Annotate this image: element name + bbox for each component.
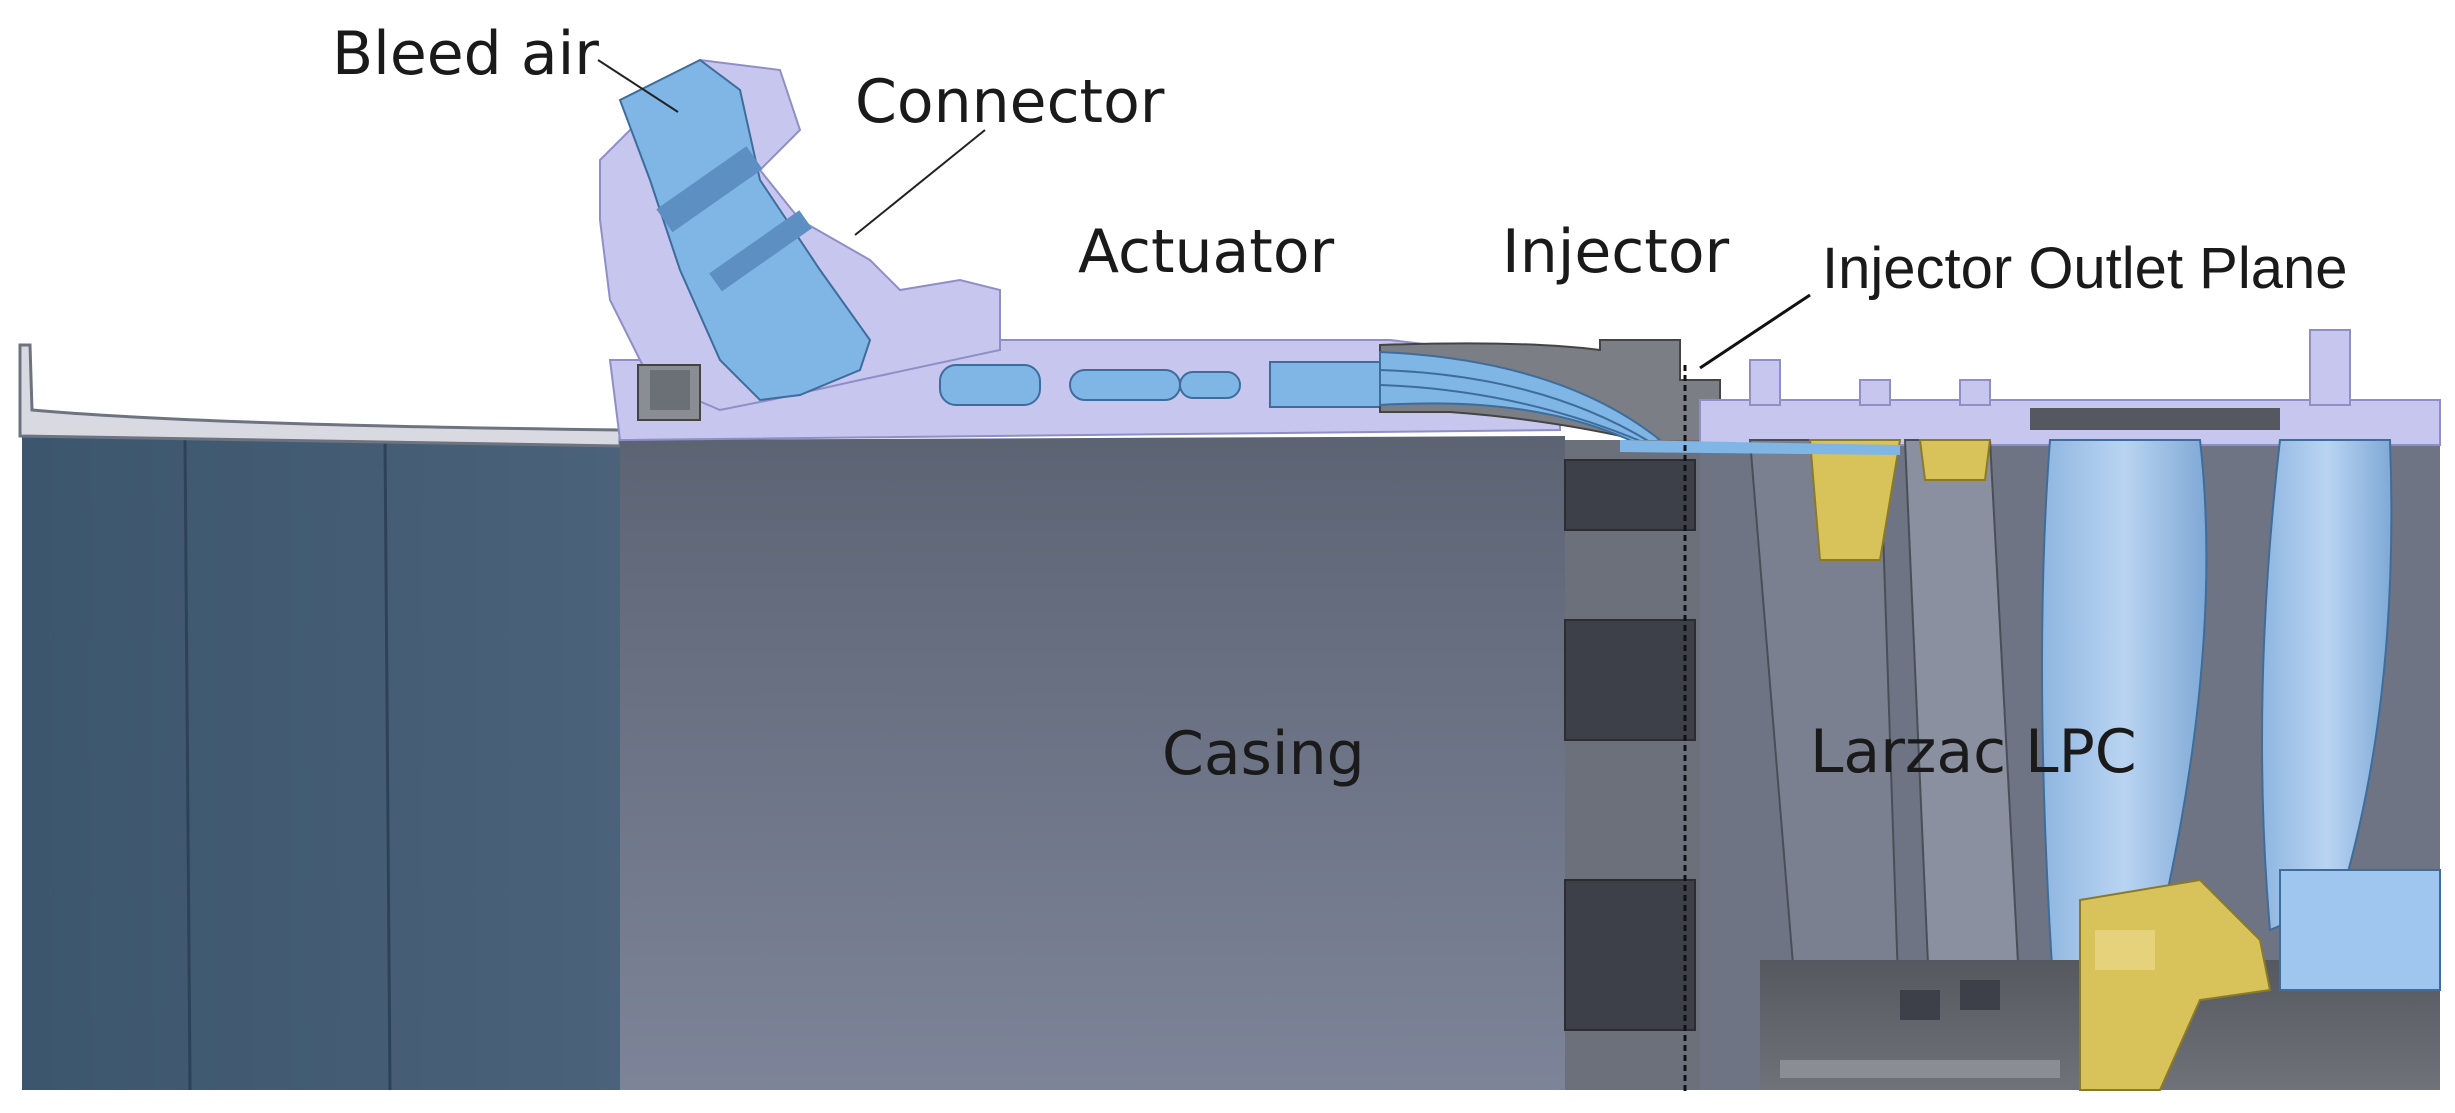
hub-assembly xyxy=(1760,869,2441,1091)
injector-flow-sheet xyxy=(1620,440,1900,455)
leader-injector-outlet-plane xyxy=(1699,293,1811,370)
leader-bleed-air xyxy=(597,59,679,113)
casing-body xyxy=(620,436,1565,1090)
casing-left-wall xyxy=(22,345,620,1091)
label-larzac-lpc: Larzac LPC xyxy=(1810,717,2137,787)
label-connector: Connector xyxy=(855,67,1165,137)
inlet-struts xyxy=(1564,440,1700,1090)
bracket xyxy=(637,364,701,421)
casing-rim xyxy=(18,343,622,448)
label-bleed-air: Bleed air xyxy=(332,19,599,89)
label-injector-outlet-plane: Injector Outlet Plane xyxy=(1822,236,2348,301)
label-casing: Casing xyxy=(1162,719,1365,789)
injector-part xyxy=(1379,339,1721,447)
rotor-blades-stage1 xyxy=(1748,439,2022,1052)
label-actuator: Actuator xyxy=(1078,217,1335,287)
connector-duct xyxy=(599,58,1001,412)
actuator-passages xyxy=(939,361,1381,408)
label-injector: Injector xyxy=(1502,217,1730,287)
leader-connector xyxy=(854,129,986,236)
